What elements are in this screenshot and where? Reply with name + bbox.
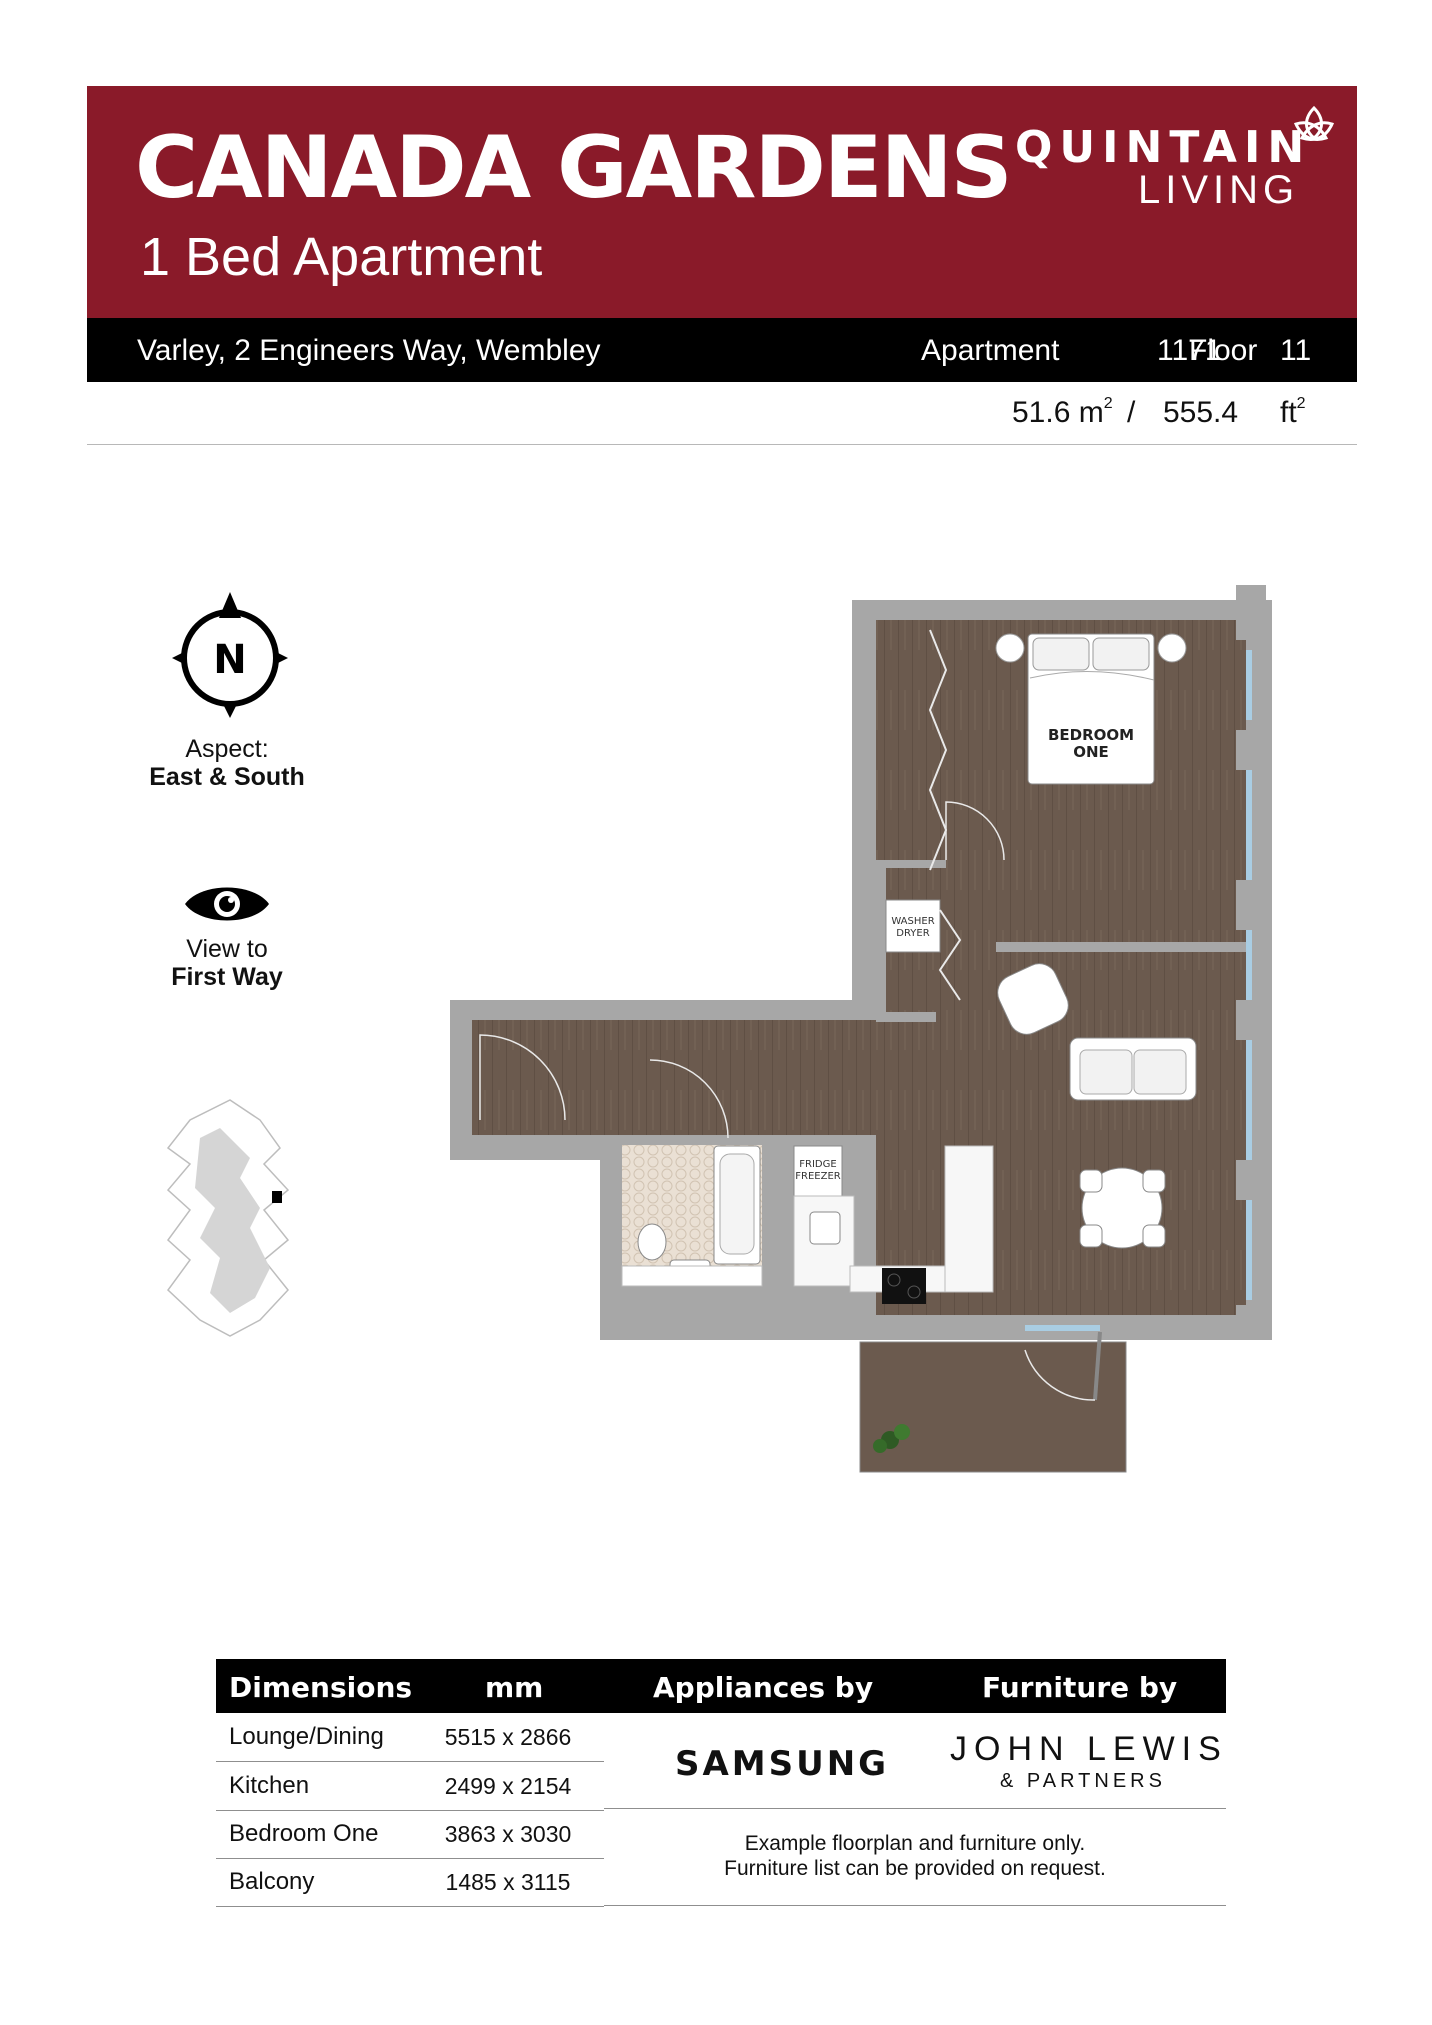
brand-subname: LIVING xyxy=(1138,168,1300,212)
trefoil-logo-icon xyxy=(1293,105,1335,141)
disclaimer-line-1: Example floorplan and furniture only. xyxy=(744,1832,1086,1855)
dimension-value: 5515 x 2866 xyxy=(444,1724,572,1750)
header-dimensions: Dimensions xyxy=(229,1671,413,1704)
floor-number: 11 xyxy=(1280,334,1312,367)
floor-areas xyxy=(472,620,1246,1315)
dimension-value: 2499 x 2154 xyxy=(444,1773,572,1799)
table-row: Lounge/Dining 5515 x 2866 xyxy=(216,1713,604,1762)
kitchen: FRIDGE FREEZER xyxy=(793,1145,994,1304)
plant-icon xyxy=(873,1424,910,1453)
john-lewis-logo: JOHN LEWIS xyxy=(950,1730,1228,1768)
bedroom-door xyxy=(945,801,1005,861)
dimension-value: 3863 x 3030 xyxy=(444,1821,572,1847)
table-row: Kitchen 2499 x 2154 xyxy=(216,1762,604,1811)
balcony xyxy=(859,1331,1127,1473)
divider xyxy=(87,444,1357,445)
header-appliances: Appliances by xyxy=(653,1671,874,1704)
internal-walls xyxy=(612,860,1246,1295)
disclaimer-line-2: Furniture list can be provided on reques… xyxy=(724,1857,1106,1880)
hall-floor xyxy=(472,1020,882,1135)
fridge-label-line2: FREEZER xyxy=(795,1171,841,1182)
dining-table xyxy=(1079,1167,1166,1249)
bathroom-fixtures xyxy=(621,1145,763,1287)
sofa xyxy=(1069,1037,1197,1101)
view-label: View to xyxy=(186,935,268,963)
header-furniture: Furniture by xyxy=(982,1671,1178,1704)
floorplan: BEDROOM ONE WASHER DRYER FRIDGE FRE xyxy=(450,585,1272,1473)
floor-label: Floor xyxy=(1189,334,1258,367)
washer-dryer: WASHER DRYER xyxy=(885,899,941,953)
view-value: First Way xyxy=(171,963,283,991)
bed: BEDROOM ONE xyxy=(995,633,1187,785)
apartment-number: 1171 xyxy=(1157,334,1222,367)
dimension-room: Kitchen xyxy=(229,1772,310,1799)
bedroom-label-line2: ONE xyxy=(1073,743,1109,761)
address-bar: Varley, 2 Engineers Way, Wembley Apartme… xyxy=(87,318,1357,382)
area-sqft: 555.4 xyxy=(1163,396,1239,429)
eye-icon xyxy=(185,887,269,921)
bathroom-door xyxy=(649,1059,729,1139)
aspect-value: East & South xyxy=(149,763,305,791)
fridge-label-line1: FRIDGE xyxy=(799,1159,836,1170)
apartment-label: Apartment xyxy=(921,334,1060,367)
keyplan-unit-marker xyxy=(272,1191,282,1203)
glazing xyxy=(1025,650,1252,1331)
dimension-room: Balcony xyxy=(229,1868,315,1895)
compass-icon: N xyxy=(172,592,288,718)
compass-north-letter: N xyxy=(213,637,246,683)
washer-label-line1: WASHER xyxy=(891,916,934,927)
aspect-label: Aspect: xyxy=(185,735,269,763)
area-sqft-unit: ft2 xyxy=(1280,395,1306,429)
john-lewis-logo-sub: & PARTNERS xyxy=(1000,1770,1166,1792)
header-mm: mm xyxy=(485,1671,544,1704)
armchair xyxy=(997,963,1069,1035)
header-band xyxy=(87,86,1357,318)
address: Varley, 2 Engineers Way, Wembley xyxy=(137,334,601,367)
cupboard-doors xyxy=(938,909,962,1001)
divider xyxy=(604,1905,1226,1906)
development-title: CANADA GARDENS xyxy=(135,118,1013,218)
dimension-room: Lounge/Dining xyxy=(229,1723,384,1750)
bedroom-label-line1: BEDROOM xyxy=(1048,726,1134,744)
area-sqm: 51.6 m2 xyxy=(1012,395,1113,429)
wall-piers xyxy=(1236,585,1266,1340)
dimension-room: Bedroom One xyxy=(229,1820,379,1847)
brand-name: QUINTAIN xyxy=(1015,122,1312,173)
dimension-value: 1485 x 3115 xyxy=(445,1869,571,1895)
area-separator: / xyxy=(1127,396,1136,429)
samsung-logo: SAMSUNG xyxy=(675,1744,890,1784)
entrance-door xyxy=(479,1034,566,1121)
table-row: Bedroom One 3863 x 3030 xyxy=(216,1810,604,1859)
building-keyplan xyxy=(166,1099,290,1337)
table-row: Balcony 1485 x 3115 xyxy=(216,1858,604,1907)
washer-label-line2: DRYER xyxy=(896,928,929,939)
unit-type: 1 Bed Apartment xyxy=(140,227,543,287)
divider xyxy=(604,1808,1226,1809)
table-header: Dimensions mm Appliances by Furniture by xyxy=(216,1659,1226,1713)
